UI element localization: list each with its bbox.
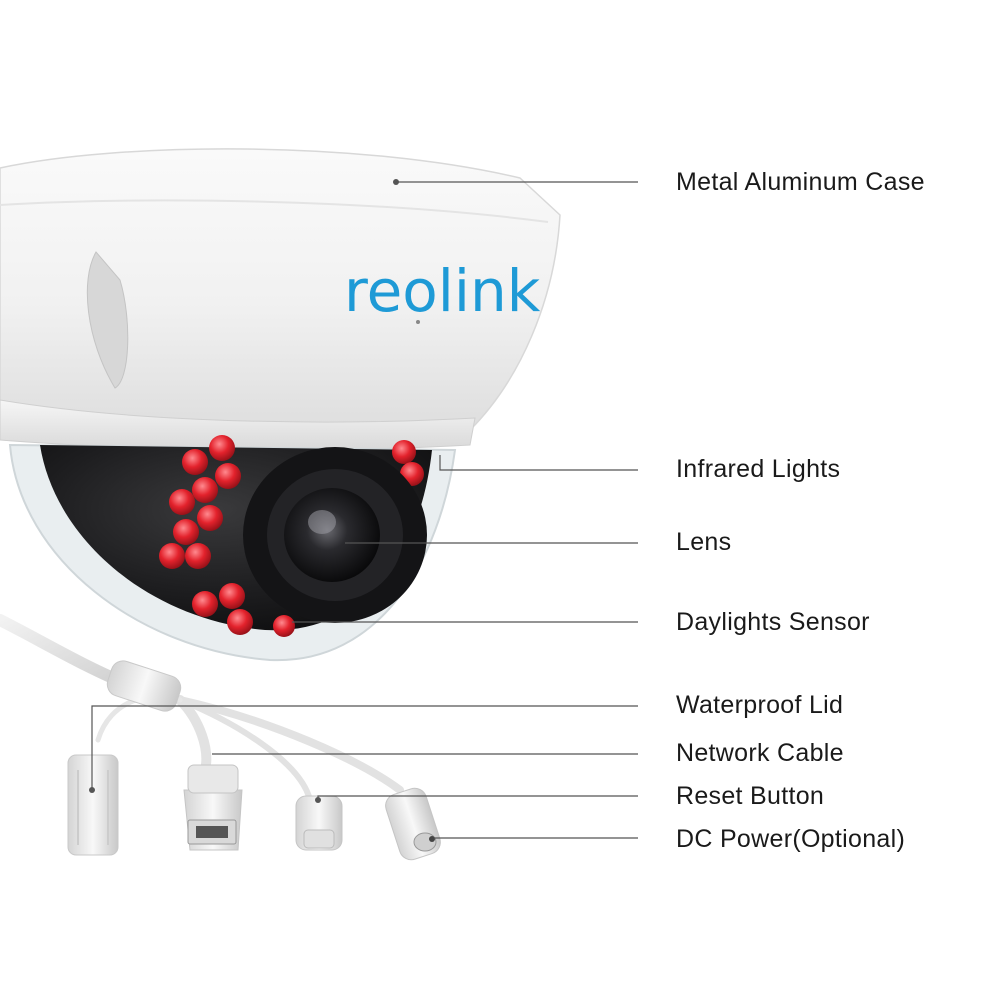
callout-dc-power: DC Power(Optional) [676, 825, 906, 853]
logo-text: reolink [344, 257, 541, 325]
network-connector [183, 764, 243, 851]
leader-lines [91, 181, 638, 839]
lens [243, 447, 427, 623]
waterproof-lid [67, 754, 119, 856]
camera-dome [8, 435, 457, 662]
callout-metal-case: Metal Aluminum Case [676, 168, 925, 196]
callout-infrared-lights: Infrared Lights [676, 455, 841, 483]
callout-lens: Lens [676, 528, 732, 556]
callout-reset-button: Reset Button [676, 782, 825, 810]
leader-line-reset [317, 795, 638, 800]
callout-network-cable: Network Cable [676, 739, 844, 767]
leader-line-lid [91, 705, 638, 790]
callout-daylight-sensor: Daylights Sensor [676, 608, 870, 636]
leader-line-infrared [439, 455, 638, 471]
dc-power-connector [385, 787, 441, 861]
brand-logo: reolink [344, 257, 541, 325]
callout-waterproof-lid: Waterproof Lid [676, 691, 844, 719]
reset-button-connector [295, 795, 343, 851]
camera-housing: reolink [0, 148, 561, 431]
cable-splitter [106, 660, 182, 712]
